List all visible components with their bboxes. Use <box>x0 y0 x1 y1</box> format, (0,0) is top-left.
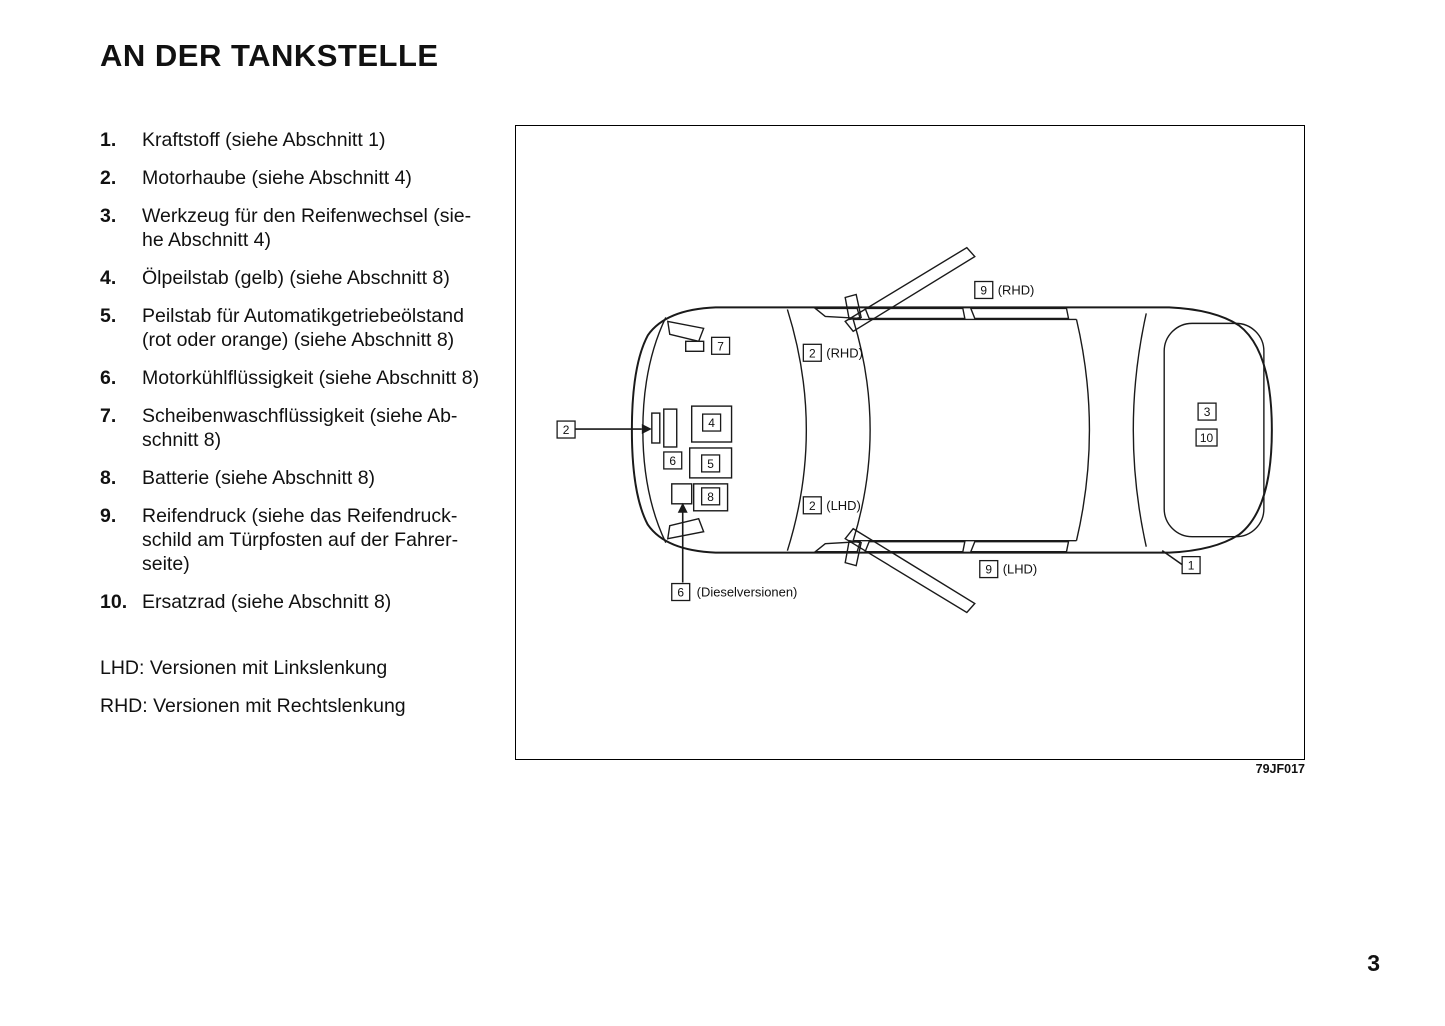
leader-arrow-2 <box>575 424 652 435</box>
list-item-text: Motorkühlflüssigkeit (siehe Abschnitt 8) <box>142 367 480 389</box>
svg-text:2: 2 <box>809 499 816 513</box>
list-item-text: Scheibenwaschflüssigkeit (siehe Ab- schn… <box>142 405 458 451</box>
svg-text:2: 2 <box>809 346 816 360</box>
svg-text:9: 9 <box>980 283 987 297</box>
svg-text:6: 6 <box>669 454 676 468</box>
callout-6-diesel: 6 (Dieselversionen) <box>671 582 798 602</box>
figure-code: 79JF017 <box>1255 762 1305 776</box>
list-item-number: 1. <box>100 129 117 151</box>
headlight-bottom <box>666 517 705 540</box>
leader-arrow-diesel <box>677 502 688 583</box>
callout-9-lhd: 9 (LHD) <box>979 559 1038 579</box>
list-item-number: 9. <box>100 505 117 527</box>
hood-lever <box>663 408 678 448</box>
callout-3: 3 <box>1197 402 1217 421</box>
list-item-text: Ölpeilstab (gelb) (siehe Abschnitt 8) <box>142 267 450 289</box>
list-item: 9. Reifendruck (siehe das Reifendruck- s… <box>100 504 500 576</box>
list-item-number: 6. <box>100 367 117 389</box>
list-item-text: Kraftstoff (siehe Abschnitt 1) <box>142 129 386 151</box>
roof-front-edge <box>852 319 871 541</box>
svg-text:8: 8 <box>707 490 714 504</box>
list-item-text: Batterie (siehe Abschnitt 8) <box>142 467 376 489</box>
legend-lhd: LHD: Versionen mit Linkslenkung <box>100 657 388 679</box>
callout-2-rhd: 2 (RHD) <box>802 343 863 362</box>
list-item-number: 10. <box>100 591 128 613</box>
rear-hatch <box>1163 322 1265 538</box>
engine-bay-components <box>651 340 733 512</box>
list-item: 10. Ersatzrad (siehe Abschnitt 8) <box>100 590 500 614</box>
callout-2-arrow: 2 <box>556 420 576 439</box>
callout-7: 7 <box>710 336 731 355</box>
side-windows <box>813 307 1070 553</box>
svg-text:10: 10 <box>1200 431 1214 445</box>
svg-text:(LHD): (LHD) <box>1003 562 1038 577</box>
callout-6-upper: 6 <box>663 451 683 470</box>
figure-box: 9 (RHD) 7 2 (RHD) 2 4 <box>515 125 1305 760</box>
headlight-top <box>666 320 705 343</box>
legend: LHD: Versionen mit Linkslenkung RHD: Ver… <box>100 656 500 718</box>
windshield-base <box>786 309 808 551</box>
svg-text:2: 2 <box>563 423 570 437</box>
callout-4: 4 <box>702 413 722 432</box>
svg-text:(RHD): (RHD) <box>826 345 863 360</box>
list-item-number: 5. <box>100 305 117 327</box>
list-item-text: Ersatzrad (siehe Abschnitt 8) <box>142 591 392 613</box>
car-top-view-diagram: 9 (RHD) 7 2 (RHD) 2 4 <box>556 246 1273 614</box>
list-item: 8. Batterie (siehe Abschnitt 8) <box>100 466 500 490</box>
list-item-number: 4. <box>100 267 117 289</box>
car-body-outline <box>630 306 1273 554</box>
list-item-number: 2. <box>100 167 117 189</box>
list-item: 5. Peilstab für Automatikgetriebeölstand… <box>100 304 500 352</box>
callout-8: 8 <box>701 487 721 506</box>
svg-text:(LHD): (LHD) <box>826 498 861 513</box>
list-item: 3. Werkzeug für den Reifenwechsel (sie- … <box>100 204 500 252</box>
callout-1: 1 <box>1181 555 1201 575</box>
rear-window-base <box>1132 313 1147 547</box>
svg-text:9: 9 <box>985 563 992 577</box>
list-item-number: 3. <box>100 205 117 227</box>
svg-text:1: 1 <box>1188 559 1195 573</box>
washer-cap <box>685 340 705 352</box>
list-item-text: Reifendruck (siehe das Reifendruck- schi… <box>142 505 459 575</box>
list-item: 2. Motorhaube (siehe Abschnitt 4) <box>100 166 500 190</box>
list-item: 1. Kraftstoff (siehe Abschnitt 1) <box>100 128 500 152</box>
svg-text:6: 6 <box>677 586 684 600</box>
rear-window-top <box>1075 319 1091 541</box>
list-item-text: Motorhaube (siehe Abschnitt 4) <box>142 167 412 189</box>
list-item-number: 8. <box>100 467 117 489</box>
callout-10: 10 <box>1195 428 1218 447</box>
callout-9-rhd: 9 (RHD) <box>974 280 1035 300</box>
list-item: 4. Ölpeilstab (gelb) (siehe Abschnitt 8) <box>100 266 500 290</box>
list-item-text: Werkzeug für den Reifenwechsel (sie- he … <box>142 205 472 251</box>
leader-line-1 <box>1161 550 1183 566</box>
item-list: 1. Kraftstoff (siehe Abschnitt 1) 2. Mot… <box>100 128 500 732</box>
legend-rhd: RHD: Versionen mit Rechtslenkung <box>100 695 406 717</box>
svg-text:(Dieselversionen): (Dieselversionen) <box>697 585 798 600</box>
svg-text:(RHD): (RHD) <box>998 282 1035 297</box>
list-item-number: 7. <box>100 405 117 427</box>
diesel-component <box>671 483 693 505</box>
callout-2-lhd: 2 (LHD) <box>802 496 861 515</box>
page-title: AN DER TANKSTELLE <box>100 38 439 73</box>
list-item: 7. Scheibenwaschflüssigkeit (siehe Ab- s… <box>100 404 500 452</box>
svg-text:7: 7 <box>717 339 724 353</box>
svg-text:4: 4 <box>708 416 715 430</box>
list-item-text: Peilstab für Automatikgetriebeölstand (r… <box>142 305 464 351</box>
list-item: 6. Motorkühlflüssigkeit (siehe Abschnitt… <box>100 366 500 390</box>
svg-text:3: 3 <box>1204 405 1211 419</box>
callout-5: 5 <box>701 454 721 473</box>
page-number: 3 <box>1367 950 1380 976</box>
hood-latch <box>651 412 661 444</box>
svg-text:5: 5 <box>707 457 714 471</box>
